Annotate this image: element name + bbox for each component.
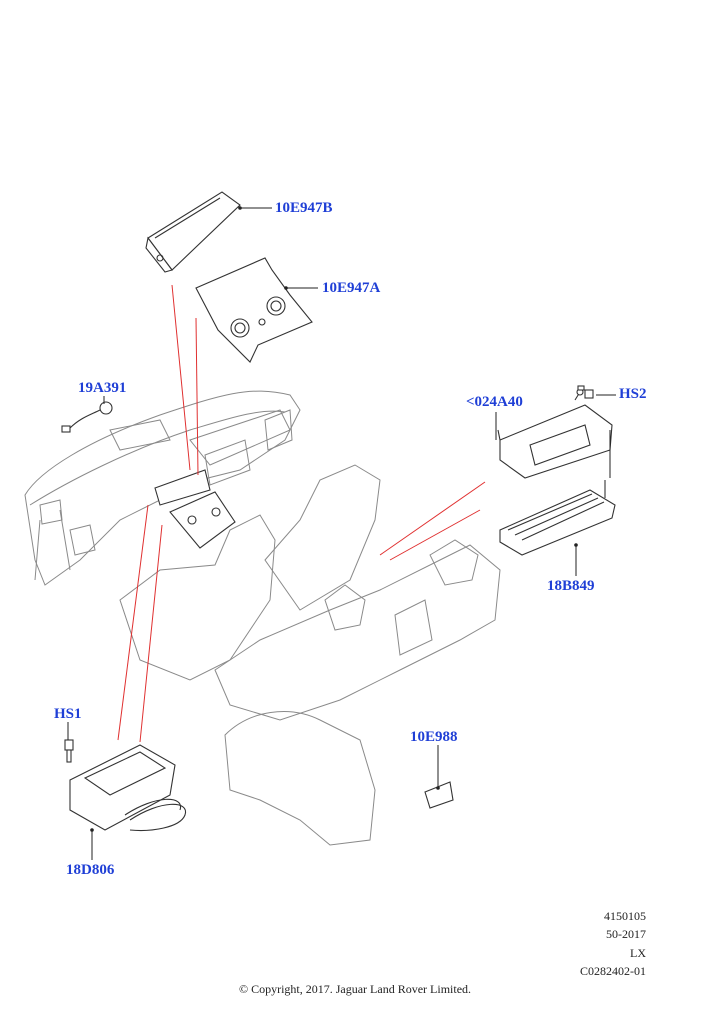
- highlight-lines: [117, 284, 486, 743]
- copyright-notice: © Copyright, 2017. Jaguar Land Rover Lim…: [238, 982, 472, 996]
- module-18D806[interactable]: [69, 744, 187, 831]
- bolt-HS1[interactable]: [64, 739, 74, 763]
- reference-code-3: LX: [630, 946, 646, 960]
- control-panel-10E947A[interactable]: [195, 257, 313, 363]
- label-10E988[interactable]: 10E988: [410, 729, 458, 745]
- label-024A40[interactable]: <024A40: [466, 394, 523, 410]
- leader-lines: [67, 206, 616, 860]
- display-unit-10E947B[interactable]: [145, 191, 241, 273]
- label-HS2[interactable]: HS2: [619, 386, 647, 402]
- label-18B849[interactable]: 18B849: [547, 578, 595, 594]
- reference-code-4: C0282402-01: [580, 964, 646, 978]
- bolt-HS2[interactable]: [577, 385, 594, 399]
- reference-code-1: 4150105: [604, 909, 646, 923]
- label-10E947B[interactable]: 10E947B: [275, 200, 333, 216]
- label-10E947A[interactable]: 10E947A: [322, 280, 381, 296]
- seats-outline: [119, 464, 501, 846]
- label-18D806[interactable]: 18D806: [66, 862, 115, 878]
- card-10E988[interactable]: [424, 781, 454, 809]
- label-19A391[interactable]: 19A391: [78, 380, 127, 396]
- label-HS1[interactable]: HS1: [54, 706, 82, 722]
- amplifier-18B849[interactable]: [499, 489, 616, 556]
- reference-code-2: 50-2017: [606, 927, 646, 941]
- component-19A391[interactable]: [61, 401, 113, 433]
- dashboard-outline: [24, 390, 301, 586]
- installed-panel: [154, 469, 236, 549]
